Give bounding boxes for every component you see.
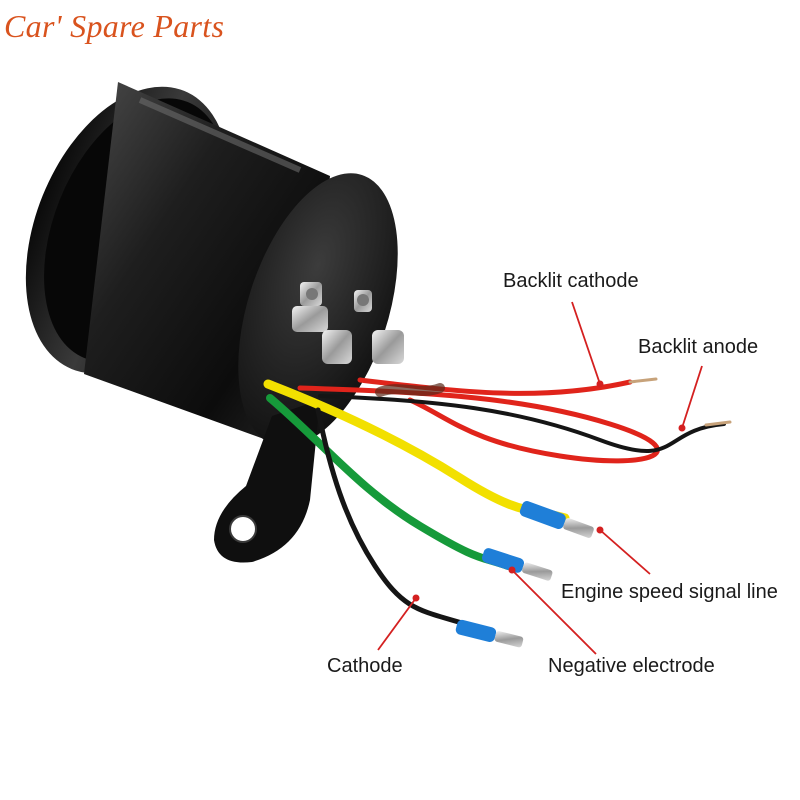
callout-dots (412, 380, 686, 602)
callout-lines (377, 301, 703, 655)
label-negative-electrode: Negative electrode (548, 655, 715, 677)
terminal-posts (292, 282, 404, 364)
mounting-bracket (214, 400, 320, 563)
blue-connectors (455, 501, 594, 648)
gauge-body (25, 82, 398, 452)
brand-watermark: Car' Spare Parts (4, 8, 225, 44)
label-cathode: Cathode (327, 655, 403, 677)
label-backlit-anode: Backlit anode (638, 336, 759, 358)
label-backlit-cathode: Backlit cathode (503, 270, 639, 292)
label-engine-speed-signal-line: Engine speed signal line (561, 581, 778, 603)
